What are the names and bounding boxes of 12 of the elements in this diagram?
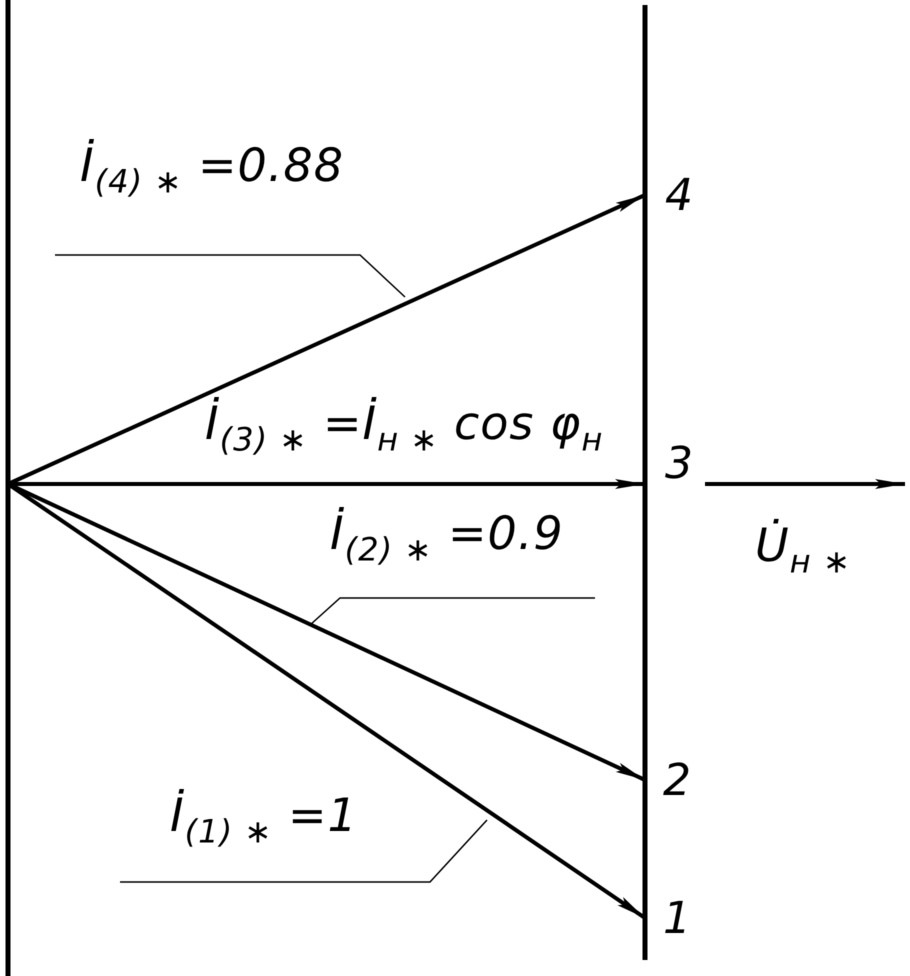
phasor-label: İ$_{(4) ∗}$ =0.88 [79, 137, 345, 202]
leader-line [120, 820, 488, 883]
point-number: 2 [662, 757, 693, 803]
leader-line [310, 597, 595, 626]
point-number: 1 [662, 895, 693, 941]
edge-label: İ$_{(3) ∗}$ =İ$_{н ∗}$ cos φ$_{н}$ [205, 398, 604, 458]
point-number: 4 [664, 172, 695, 218]
point-number: 3 [664, 440, 695, 484]
phasor-label: İ$_{(1) ∗}$ =1 [169, 787, 359, 852]
leader-line [55, 254, 406, 298]
phasor-label: İ$_{(2) ∗}$ =0.9 [330, 505, 565, 570]
arrow [705, 479, 905, 489]
